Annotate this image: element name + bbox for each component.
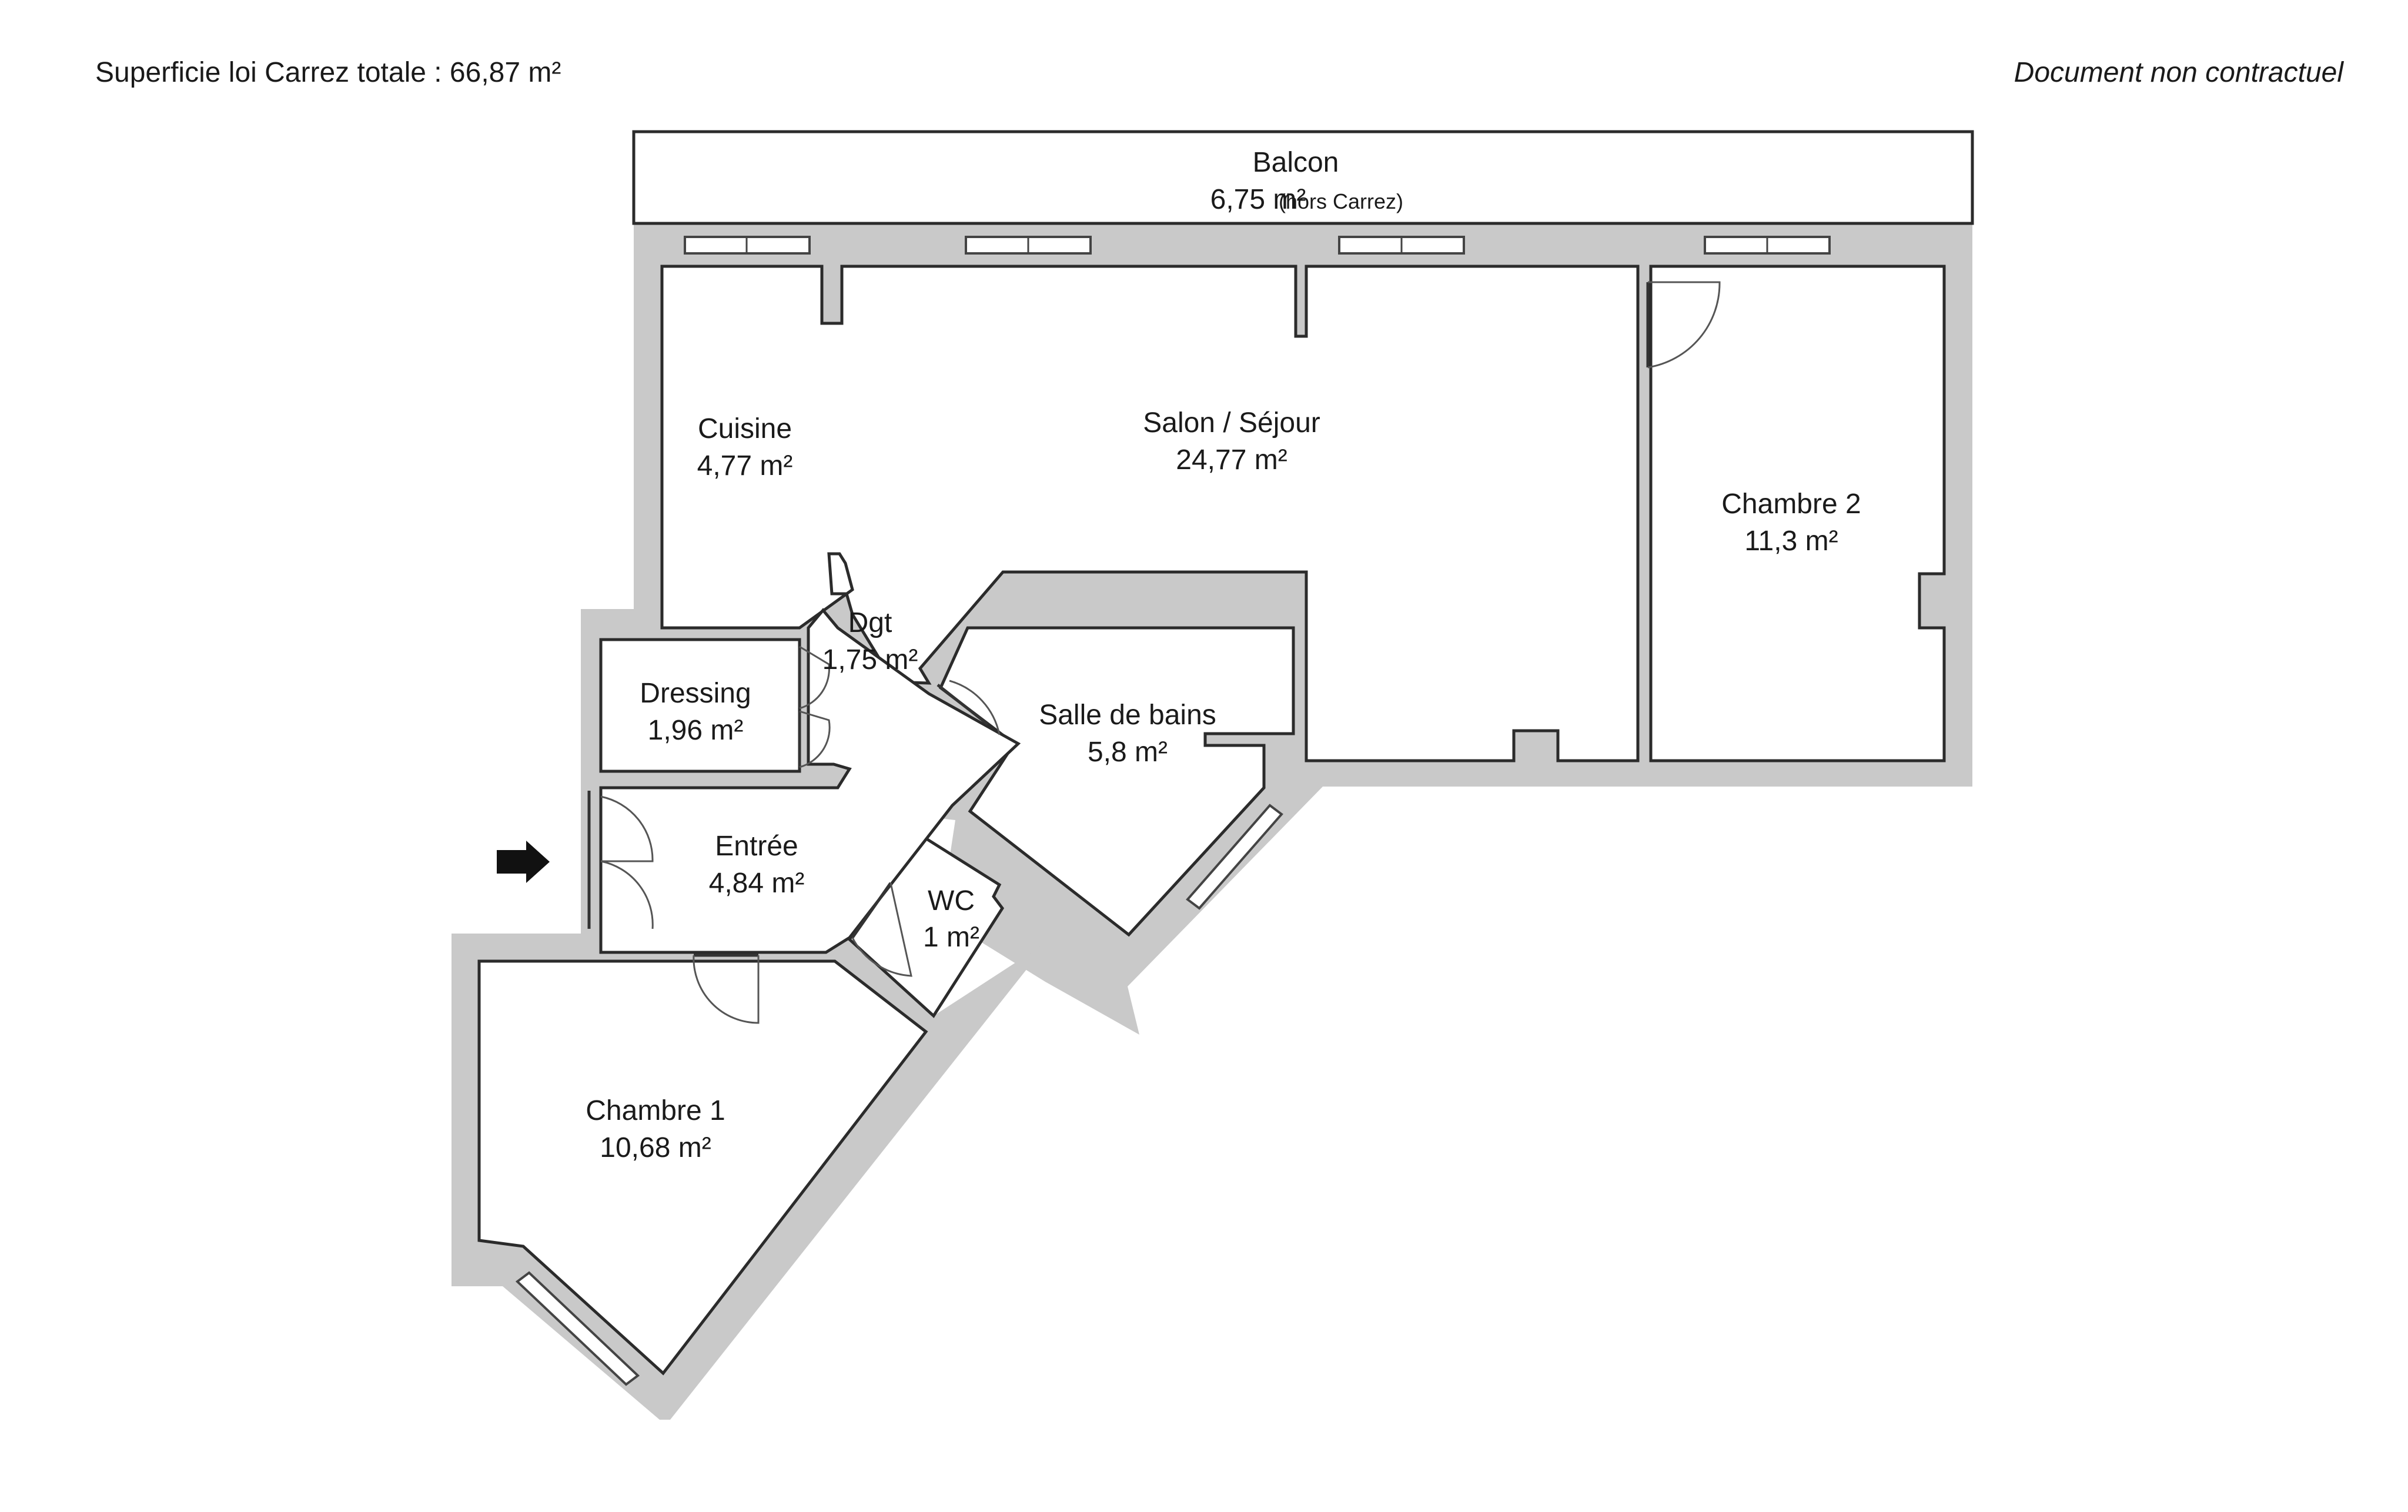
cuisine-name: Cuisine: [698, 413, 792, 444]
disclaimer-label: Document non contractuel: [2014, 57, 2343, 88]
balcon-name: Balcon: [1253, 147, 1339, 178]
salon-name: Salon / Séjour: [1143, 407, 1320, 439]
dressing-area: 1,96 m²: [648, 715, 744, 746]
entree-area: 4,84 m²: [709, 868, 805, 899]
room-dressing: [599, 638, 801, 773]
balcony: [632, 130, 1974, 225]
room-entree: [599, 608, 1021, 954]
room-labels: Balcon 6,75 m² (hors Carrez) Cuisine 4,7…: [586, 147, 1861, 1163]
dgt-name: Dgt: [848, 607, 892, 638]
windows: [515, 236, 1831, 1386]
dgt-area: 1,75 m²: [822, 644, 918, 675]
room-chambre-2: [1649, 265, 1946, 762]
salon-area: 24,77 m²: [1176, 444, 1287, 476]
doors: [587, 281, 1721, 1024]
room-salon-cuisine: [660, 265, 1640, 762]
entree-name: Entrée: [715, 831, 798, 862]
arrow-right-icon: [497, 841, 550, 883]
chambre2-area: 11,3 m²: [1744, 526, 1838, 557]
chambre2-name: Chambre 2: [1721, 489, 1861, 520]
sdb-name: Salle de bains: [1039, 700, 1216, 731]
balcon-area: 6,75 m²: [1210, 184, 1306, 215]
dressing-name: Dressing: [640, 678, 751, 709]
wc-name: WC: [928, 885, 975, 916]
sdb-area: 5,8 m²: [1088, 737, 1168, 768]
wc-area: 1 m²: [923, 922, 979, 953]
chambre1-name: Chambre 1: [586, 1095, 725, 1126]
window-sdb: [1186, 804, 1283, 910]
window-chambre-1: [515, 1271, 640, 1386]
chambre1-area: 10,68 m²: [600, 1132, 711, 1163]
balcon-note: (hors Carrez): [1279, 189, 1403, 213]
cuisine-area: 4,77 m²: [697, 450, 793, 481]
rooms: [477, 265, 1946, 1376]
room-chambre-1: [477, 959, 928, 1376]
total-area-label: Superficie loi Carrez totale : 66,87 m²: [95, 57, 561, 88]
